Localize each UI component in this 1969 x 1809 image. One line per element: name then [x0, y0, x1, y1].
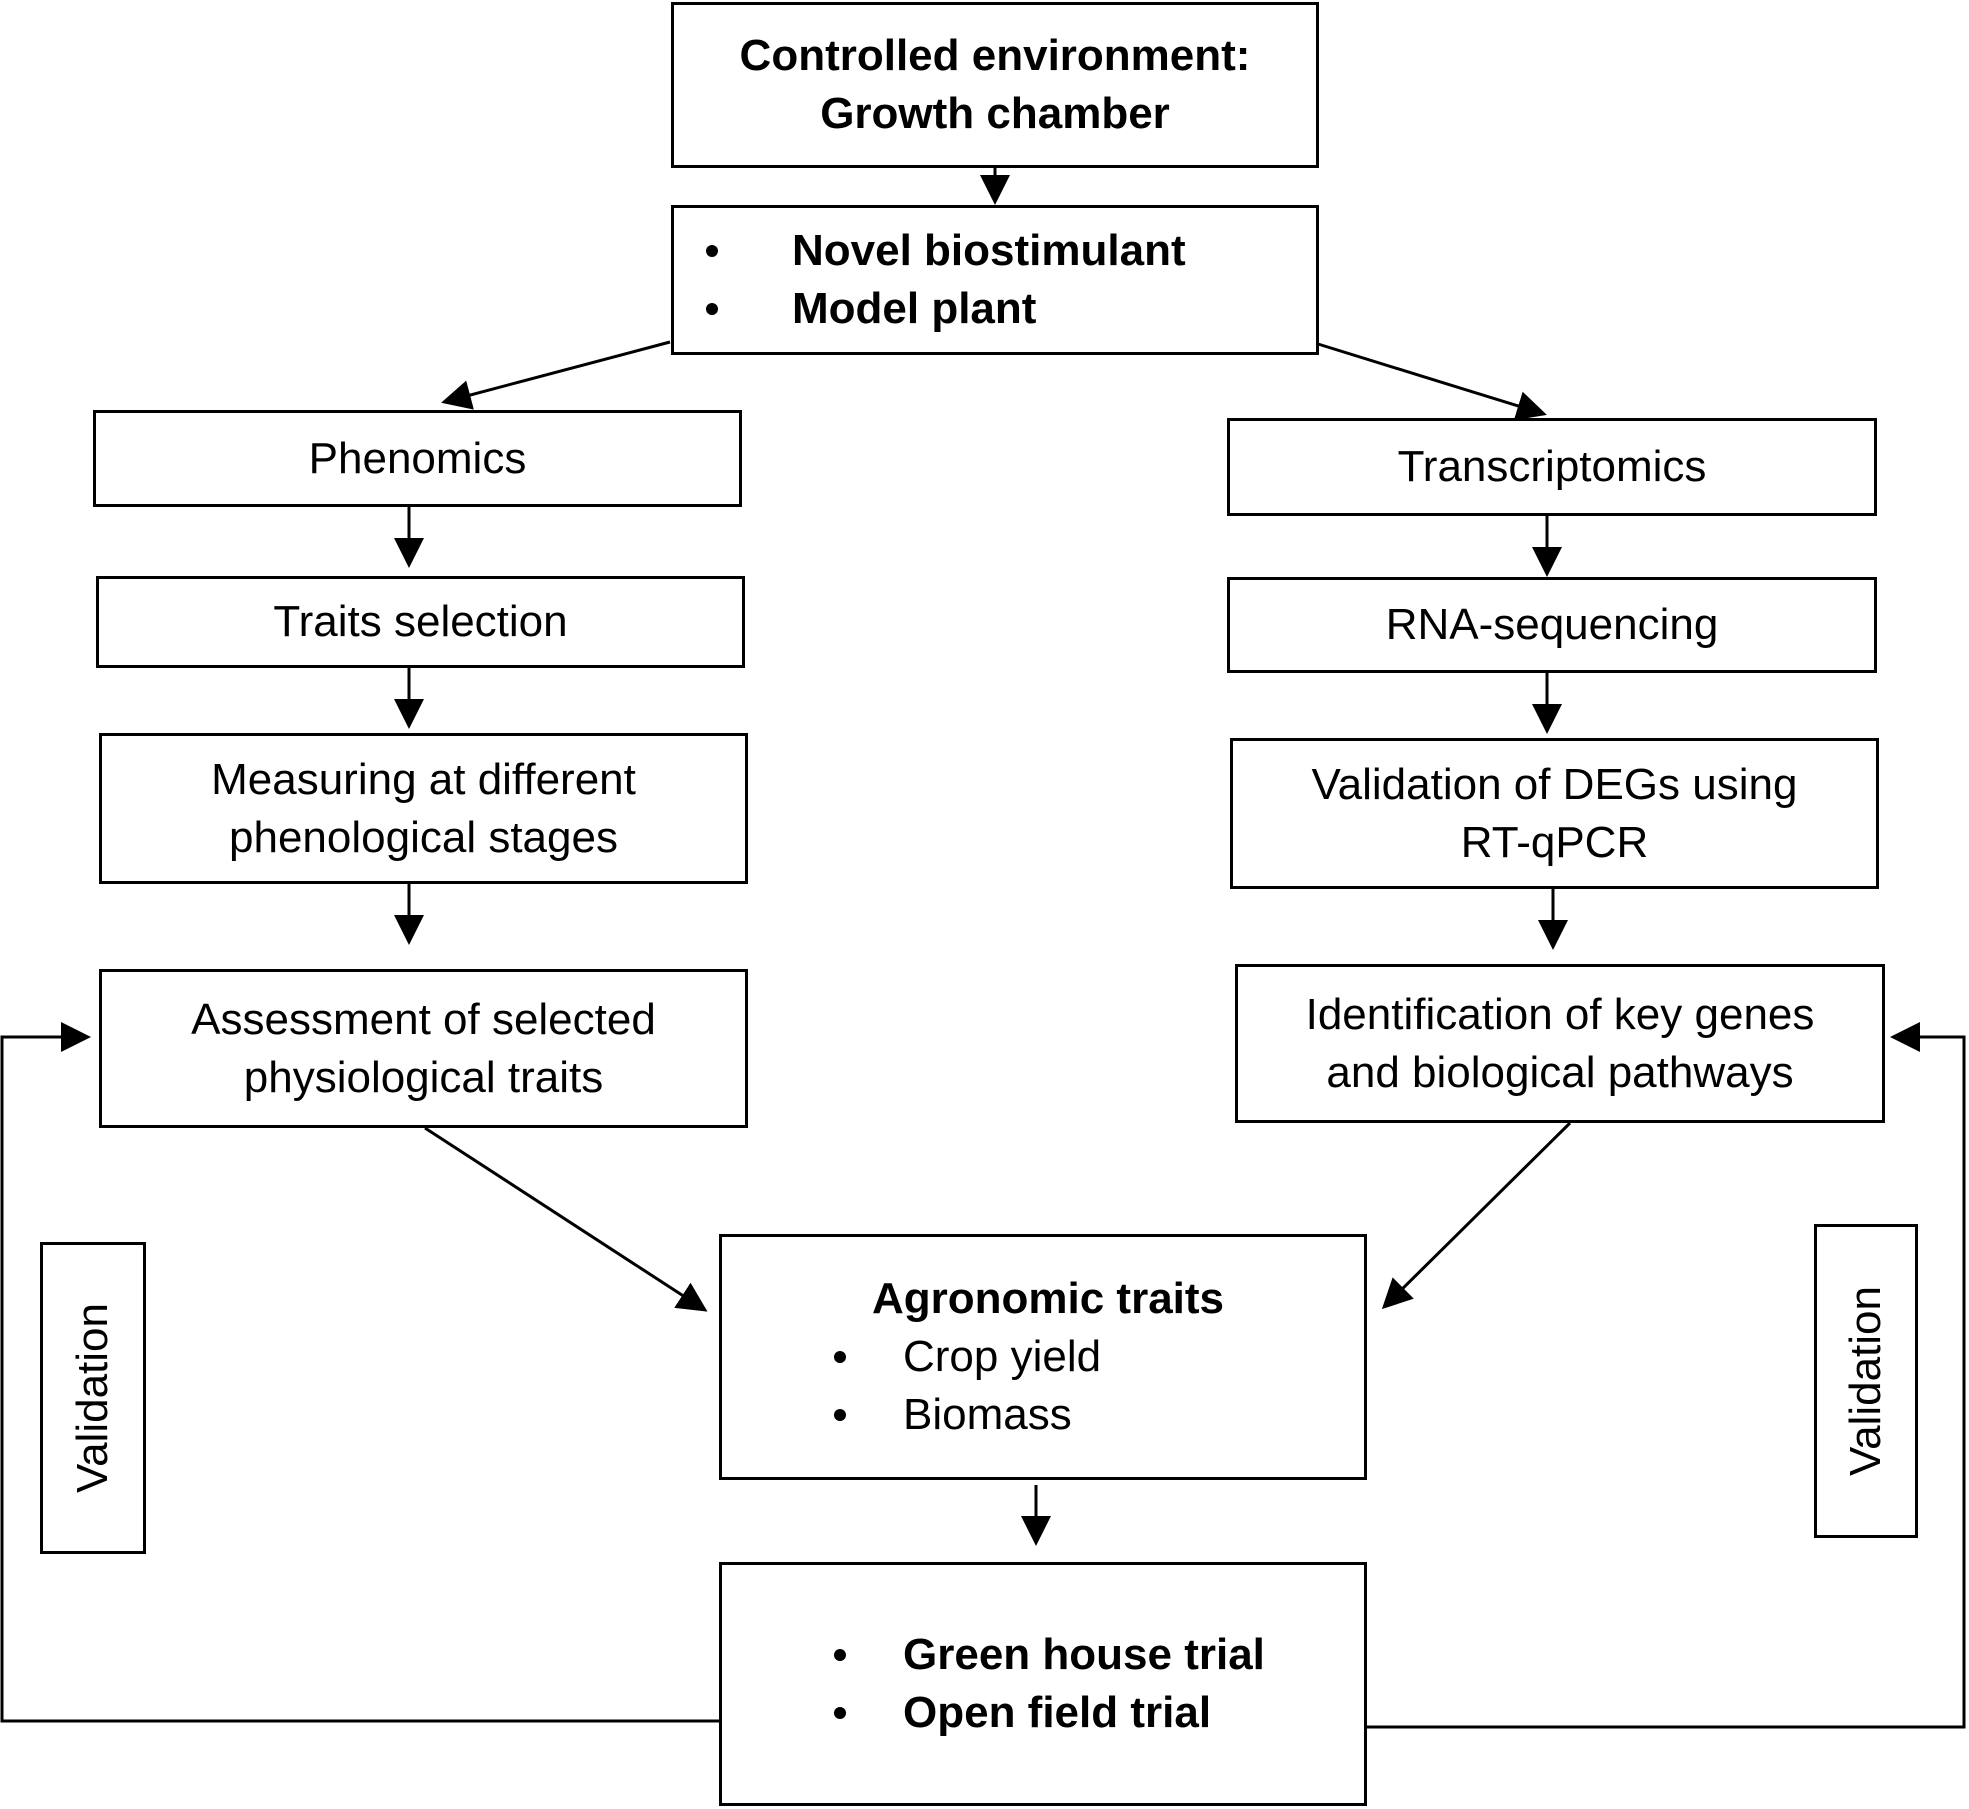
measuring-line1: Measuring at different: [211, 754, 636, 804]
list-item: Crop yield: [834, 1328, 1101, 1386]
bullet-icon: [706, 245, 718, 257]
list-item-label: Open field trial: [903, 1688, 1212, 1737]
traits-selection-box: Traits selection: [96, 576, 745, 668]
bullet-icon: [706, 303, 718, 315]
agronomic-traits-box: Agronomic traits Crop yield Biomass: [719, 1234, 1367, 1480]
agronomic-traits-title: Agronomic traits: [871, 1274, 1225, 1323]
rna-sequencing-label: RNA-sequencing: [1385, 600, 1719, 649]
bullet-icon: [834, 1351, 846, 1363]
assessment-line1: Assessment of selected: [191, 994, 656, 1044]
controlled-environment-line1: Controlled environment:: [739, 31, 1251, 80]
arrow-identification-to-agronomic: [1381, 1121, 1572, 1310]
list-item: Biomass: [834, 1386, 1101, 1444]
agronomic-traits-list: Crop yield Biomass: [834, 1328, 1101, 1444]
validation-right-box: Validation: [1814, 1224, 1918, 1538]
list-item: Open field trial: [834, 1684, 1265, 1742]
validation-right-label: Validation: [1841, 1286, 1890, 1476]
list-item-label: Crop yield: [903, 1332, 1102, 1381]
validation-degs-line2: RT-qPCR: [1460, 817, 1649, 867]
identification-line1: Identification of key genes: [1305, 989, 1815, 1039]
trials-box: Green house trial Open field trial: [719, 1562, 1367, 1806]
inputs-box: Novel biostimulant Model plant: [671, 205, 1319, 355]
bullet-icon: [834, 1707, 846, 1719]
list-item-label: Biomass: [903, 1390, 1072, 1439]
validation-degs-line1: Validation of DEGs using: [1311, 759, 1798, 809]
list-item-label: Novel biostimulant: [792, 226, 1186, 275]
assessment-box: Assessment of selected physiological tra…: [99, 969, 748, 1128]
measuring-box: Measuring at different phenological stag…: [99, 733, 748, 884]
arrow-assessment-to-agronomic: [424, 1126, 708, 1312]
list-item: Model plant: [706, 280, 1186, 338]
phenomics-label: Phenomics: [308, 433, 527, 483]
transcriptomics-box: Transcriptomics: [1227, 418, 1877, 516]
trials-list: Green house trial Open field trial: [834, 1626, 1265, 1742]
inputs-list: Novel biostimulant Model plant: [706, 222, 1186, 338]
identification-line2: and biological pathways: [1326, 1047, 1794, 1097]
list-item-label: Green house trial: [903, 1630, 1265, 1679]
rna-sequencing-box: RNA-sequencing: [1227, 577, 1877, 673]
traits-selection-label: Traits selection: [273, 597, 568, 646]
controlled-environment-box: Controlled environment: Growth chamber: [671, 2, 1319, 168]
feedback-loop-right: [1367, 1022, 1966, 1729]
validation-left-label: Validation: [68, 1303, 117, 1493]
transcriptomics-label: Transcriptomics: [1397, 442, 1707, 491]
phenomics-box: Phenomics: [93, 410, 742, 507]
list-item: Green house trial: [834, 1626, 1265, 1684]
validation-left-box: Validation: [40, 1242, 146, 1554]
arrow-inputs-to-transcriptomics: [1317, 342, 1547, 421]
measuring-line2: phenological stages: [229, 812, 618, 862]
identification-box: Identification of key genes and biologic…: [1235, 964, 1885, 1123]
list-item: Novel biostimulant: [706, 222, 1186, 280]
validation-degs-box: Validation of DEGs using RT-qPCR: [1230, 738, 1879, 889]
assessment-line2: physiological traits: [243, 1052, 604, 1102]
arrow-inputs-to-phenomics: [441, 340, 671, 410]
feedback-loop-left: [0, 1022, 719, 1723]
controlled-environment-line2: Growth chamber: [820, 89, 1170, 138]
bullet-icon: [834, 1409, 846, 1421]
list-item-label: Model plant: [792, 284, 1037, 333]
bullet-icon: [834, 1649, 846, 1661]
